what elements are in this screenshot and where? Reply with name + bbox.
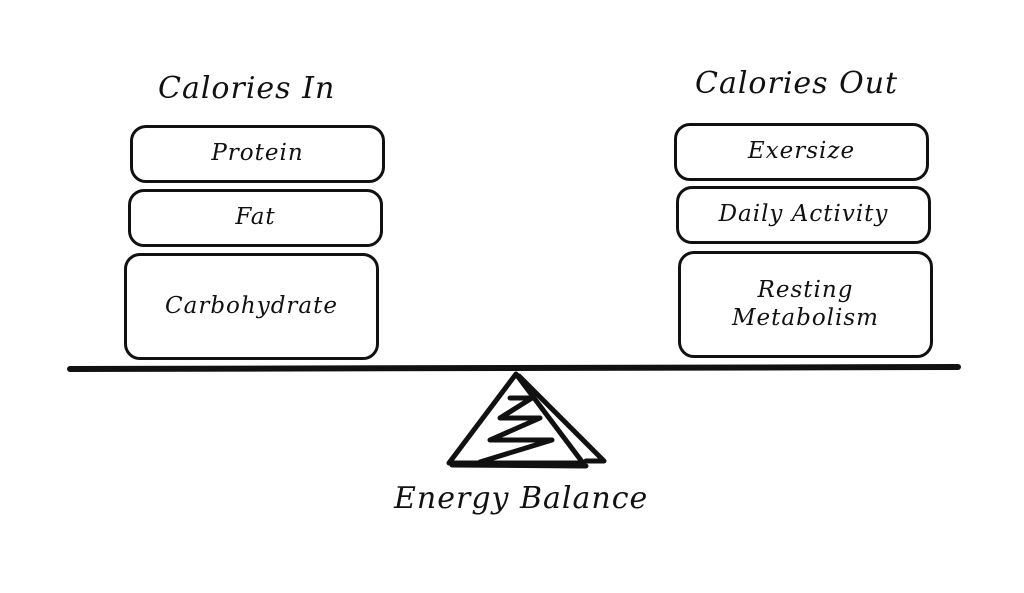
block-fat-label: Fat [235, 204, 276, 231]
block-carbohydrate: Carbohydrate [124, 253, 379, 360]
block-carbohydrate-label: Carbohydrate [165, 292, 338, 319]
block-resting-metabolism-label: Resting Metabolism [731, 276, 879, 331]
calories-out-title: Calories Out [695, 66, 899, 101]
energy-balance-caption: Energy Balance [394, 481, 649, 516]
block-resting-metabolism: Resting Metabolism [678, 251, 933, 358]
spring-fulcrum-icon [446, 371, 607, 469]
block-exersize: Exersize [674, 123, 929, 181]
calories-in-title: Calories In [158, 71, 336, 106]
balance-beam [67, 364, 961, 372]
block-protein-label: Protein [211, 140, 304, 167]
block-protein: Protein [130, 125, 385, 183]
block-daily-activity: Daily Activity [676, 186, 931, 244]
block-daily-activity-label: Daily Activity [718, 201, 889, 228]
block-fat: Fat [128, 189, 383, 247]
block-exersize-label: Exersize [747, 138, 856, 165]
